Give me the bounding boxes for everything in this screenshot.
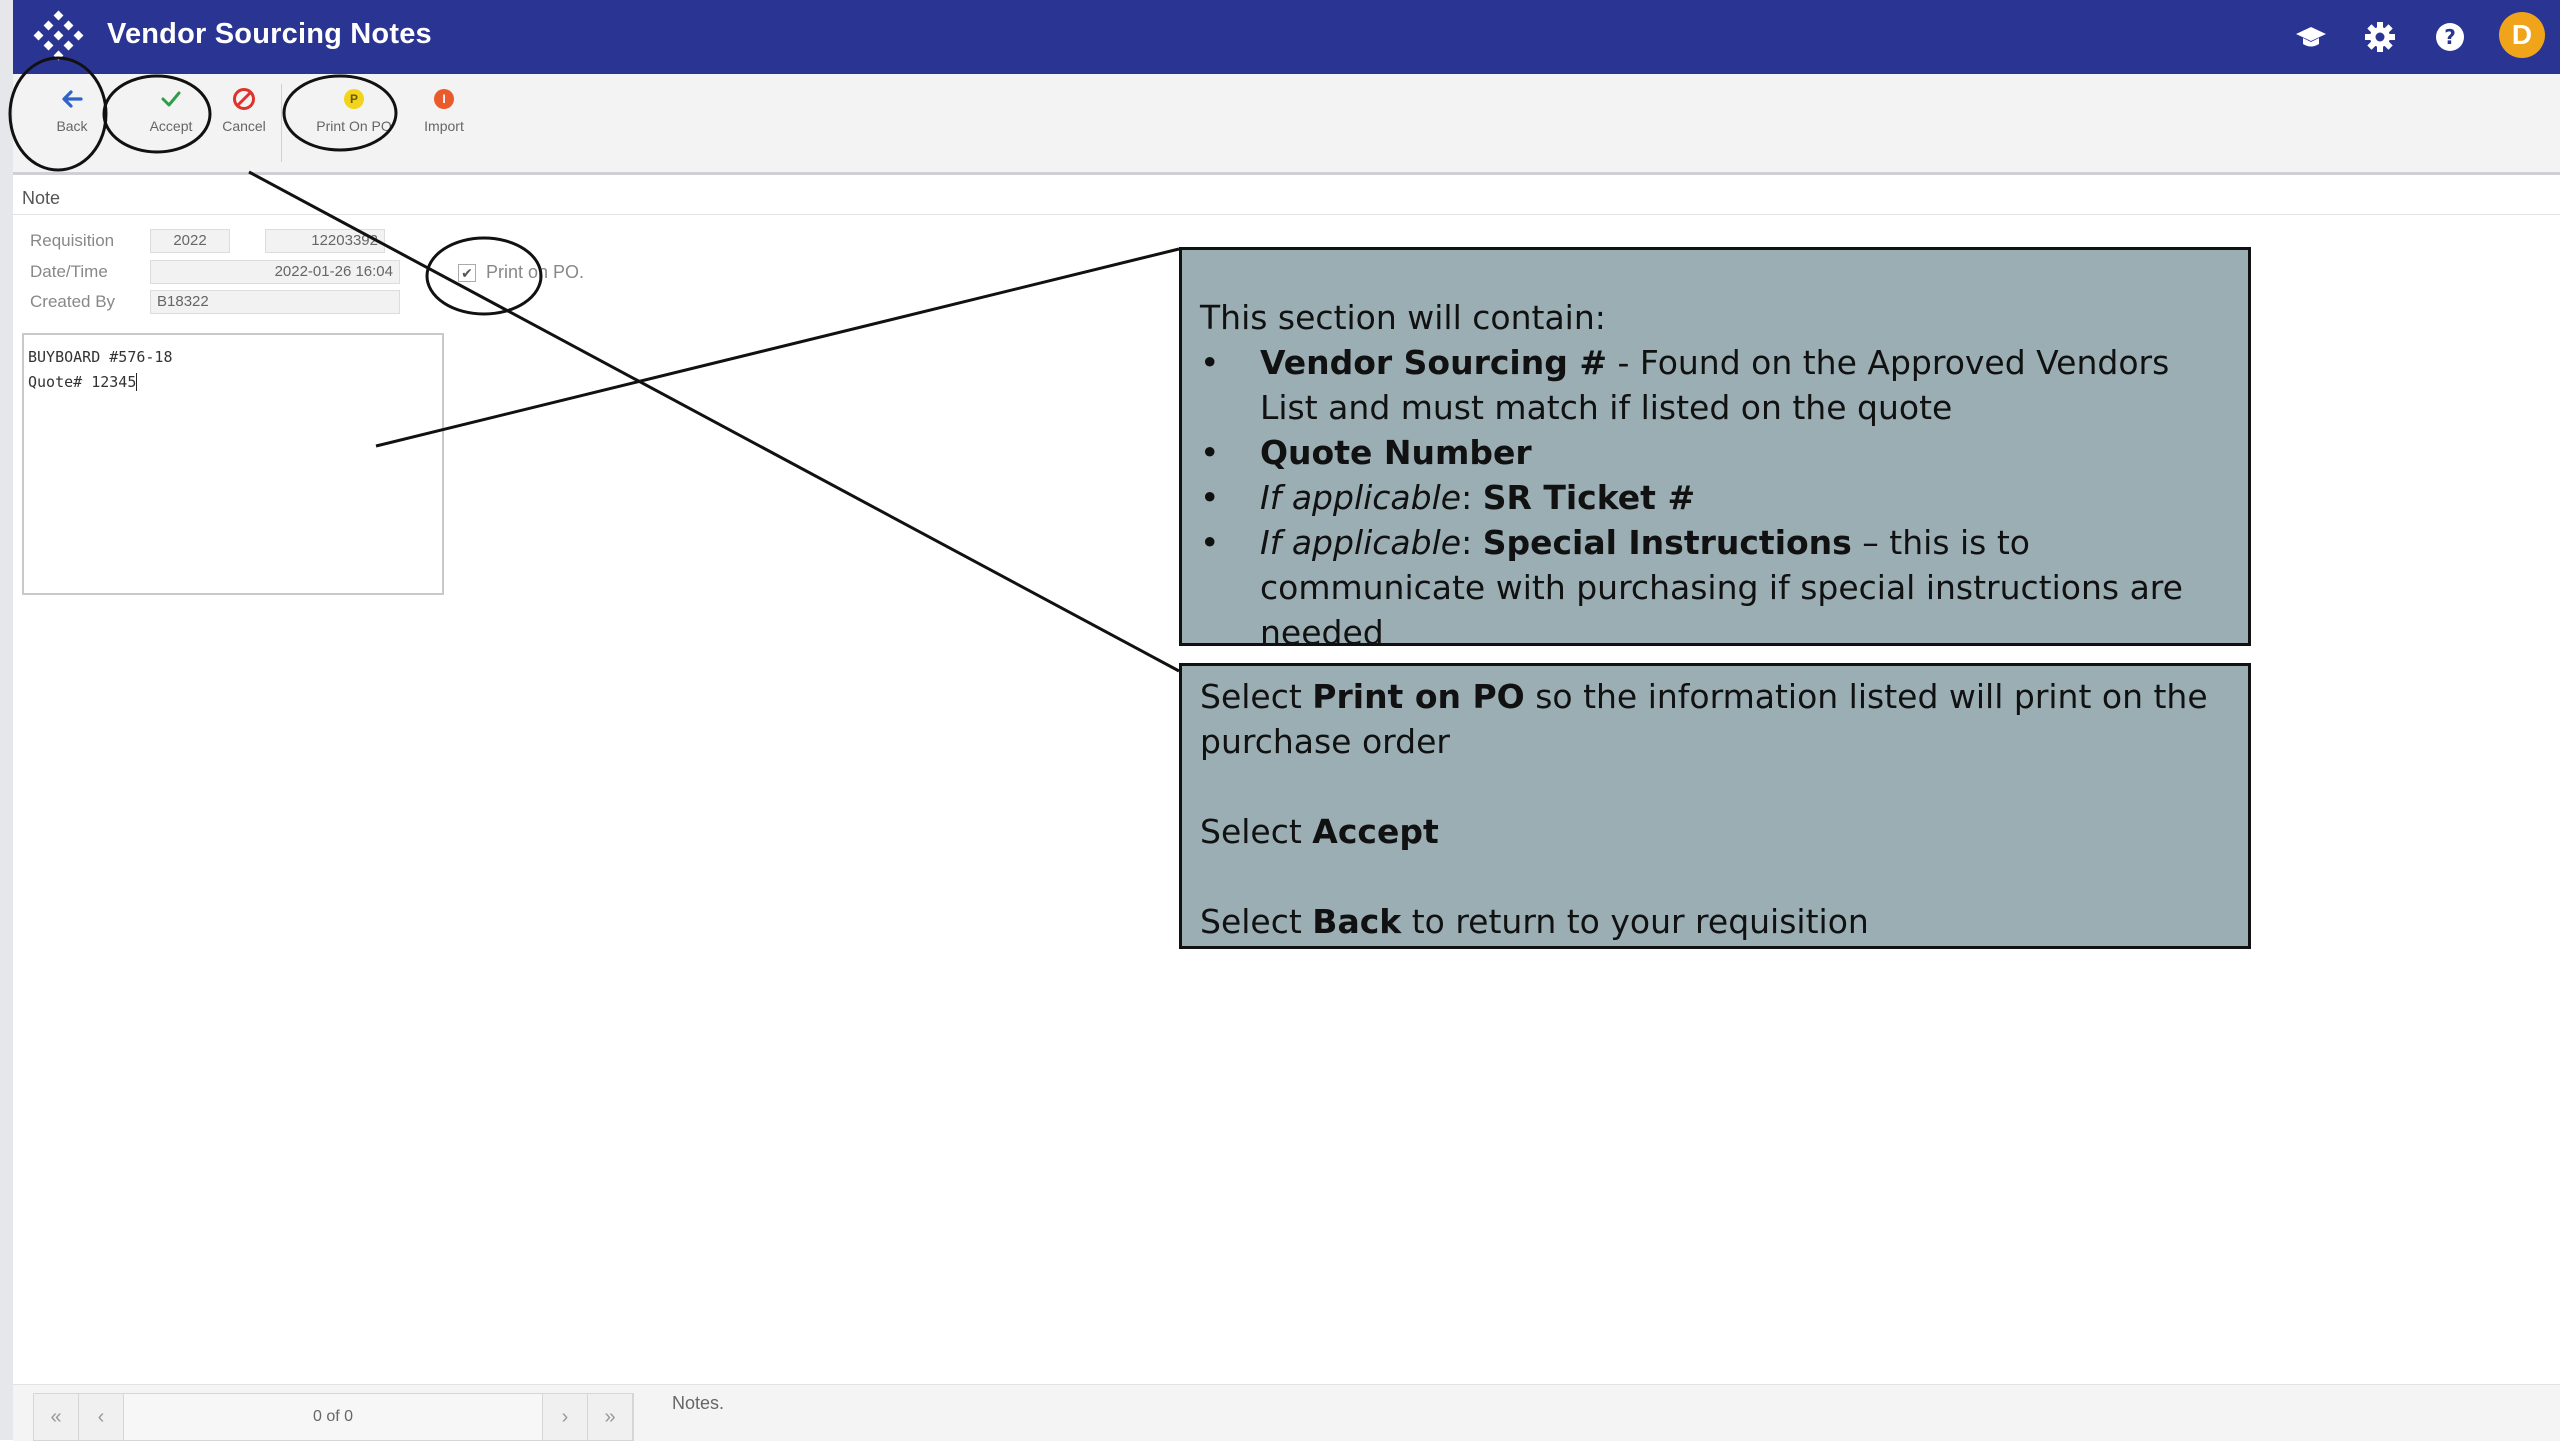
action-toolbar: Back Accept Cancel P Print On PO I Impor… xyxy=(13,74,2560,175)
callout-bullet-special-instructions: If applicable: Special Instructions – th… xyxy=(1200,520,2228,655)
callout-bullet-vendor-sourcing: Vendor Sourcing # - Found on the Approve… xyxy=(1200,340,2228,430)
back-arrow-icon xyxy=(59,82,85,116)
gear-icon[interactable] xyxy=(2358,15,2402,59)
instruction-callout-steps: Select Print on PO so the information li… xyxy=(1179,663,2251,949)
section-divider xyxy=(13,214,2560,215)
datetime-label: Date/Time xyxy=(30,262,108,281)
cancel-icon xyxy=(231,82,257,116)
toolbar-divider xyxy=(281,84,282,162)
accept-label: Accept xyxy=(149,118,193,134)
user-avatar[interactable]: D xyxy=(2499,12,2545,58)
checkmark-icon xyxy=(159,82,183,116)
note-line: BUYBOARD #576-18 xyxy=(28,348,173,366)
first-page-button[interactable]: « xyxy=(34,1394,79,1440)
note-textarea[interactable]: BUYBOARD #576-18 Quote# 12345 xyxy=(22,333,444,595)
requisition-year-field[interactable]: 2022 xyxy=(150,229,230,253)
callout-bullet-quote-number: Quote Number xyxy=(1200,430,2228,475)
app-title: Vendor Sourcing Notes xyxy=(107,18,432,50)
note-line: Quote# 12345 xyxy=(28,373,138,391)
print-on-po-button[interactable]: P Print On PO xyxy=(299,82,409,162)
instruction-callout-contents: This section will contain: Vendor Sourci… xyxy=(1179,247,2251,652)
requisition-number-field[interactable]: 12203392 xyxy=(265,229,385,253)
step-print-on-po: Select Print on PO so the information li… xyxy=(1200,677,2208,761)
graduation-cap-icon[interactable] xyxy=(2289,15,2333,59)
prev-page-button[interactable]: ‹ xyxy=(79,1394,124,1440)
import-button[interactable]: I Import xyxy=(409,82,479,162)
requisition-label: Requisition xyxy=(30,231,115,250)
note-section-label: Note xyxy=(22,188,61,208)
print-badge-icon: P xyxy=(344,82,364,116)
import-badge-icon: I xyxy=(434,82,454,116)
app-logo-icon[interactable] xyxy=(31,8,87,64)
back-label: Back xyxy=(56,118,88,134)
left-edge-strip xyxy=(0,0,13,1440)
next-page-button[interactable]: › xyxy=(543,1394,588,1440)
cancel-button[interactable]: Cancel xyxy=(209,82,279,162)
footer-bar: « ‹ 0 of 0 › » Notes. xyxy=(13,1384,2560,1441)
callout-bullet-sr-ticket: If applicable: SR Ticket # xyxy=(1200,475,2228,520)
import-label: Import xyxy=(424,118,464,134)
cancel-label: Cancel xyxy=(222,118,266,134)
step-back: Select Back to return to your requisitio… xyxy=(1200,902,1869,941)
print-on-po-checkbox[interactable]: ✔ xyxy=(458,264,476,282)
datetime-field[interactable]: 2022-01-26 16:04 xyxy=(150,260,400,284)
created-by-field[interactable]: B18322 xyxy=(150,290,400,314)
print-on-po-checkbox-label: Print on PO. xyxy=(486,262,585,282)
svg-text:?: ? xyxy=(2444,25,2456,49)
help-icon[interactable]: ? xyxy=(2428,15,2472,59)
accept-button[interactable]: Accept xyxy=(133,82,209,162)
created-by-label: Created By xyxy=(30,292,116,311)
print-on-po-label: Print On PO xyxy=(316,118,392,134)
last-page-button[interactable]: » xyxy=(588,1394,633,1440)
footer-notes-label: Notes. xyxy=(672,1393,725,1413)
page-count: 0 of 0 xyxy=(124,1394,543,1440)
step-accept: Select Accept xyxy=(1200,812,1439,851)
pager: « ‹ 0 of 0 › » xyxy=(33,1393,634,1441)
callout-bullet-list: Vendor Sourcing # - Found on the Approve… xyxy=(1200,340,2228,655)
callout-intro: This section will contain: xyxy=(1200,298,1606,337)
back-button[interactable]: Back xyxy=(41,82,103,162)
title-bar: Vendor Sourcing Notes ? xyxy=(13,0,2560,74)
